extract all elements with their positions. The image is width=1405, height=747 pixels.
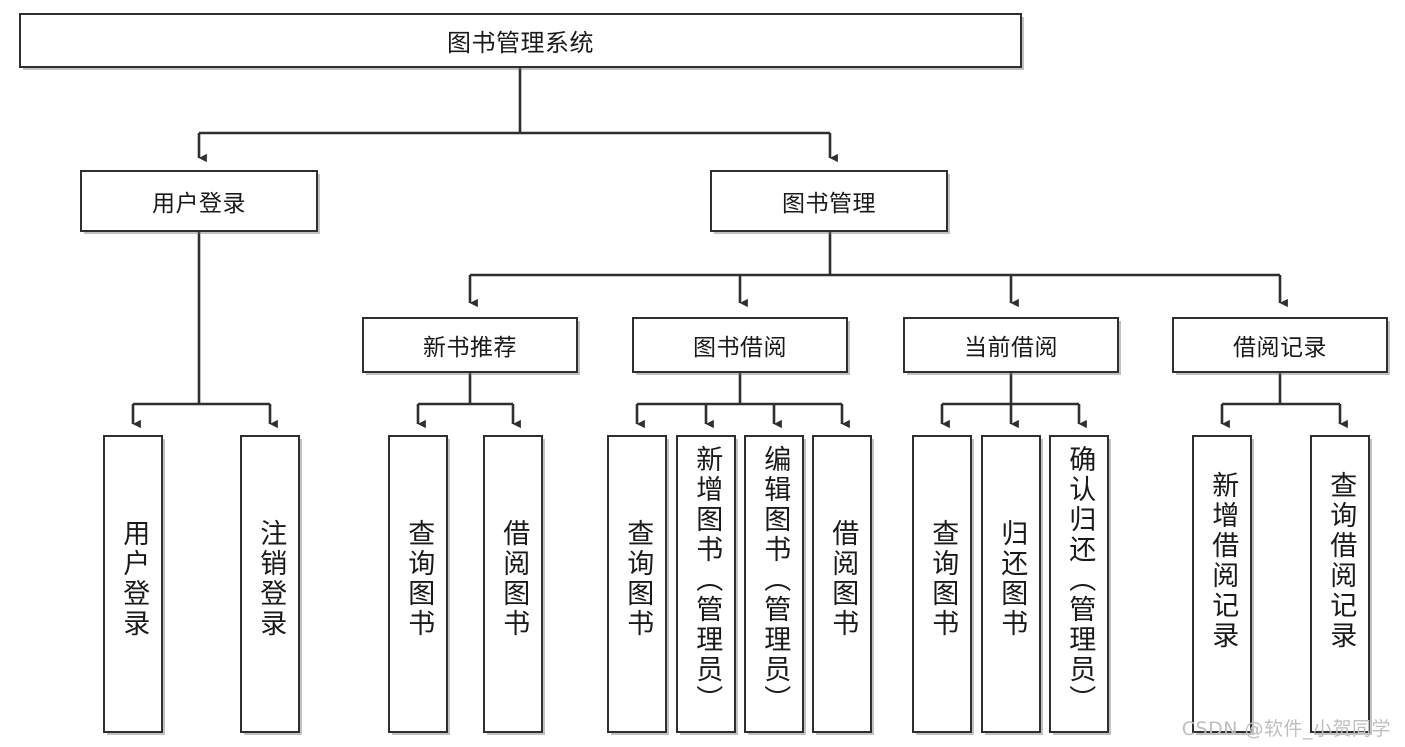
node-label: 用户登录 xyxy=(118,519,150,639)
node-new-book-recommend[interactable]: 新书推荐 xyxy=(362,317,578,373)
node-label: 新书推荐 xyxy=(423,335,517,361)
node-user-login[interactable]: 用户登录 xyxy=(80,170,318,232)
node-label: 查询图书 xyxy=(622,519,654,639)
leaf-user-login-logout[interactable]: 注销登录 xyxy=(240,435,300,733)
node-label: 图书管理 xyxy=(782,191,876,217)
leaf-borrow-record-add-record[interactable]: 新增借阅记录 xyxy=(1192,435,1252,733)
node-label: 借阅图书 xyxy=(498,519,530,639)
leaf-new-book-query-book[interactable]: 查询图书 xyxy=(388,435,448,733)
node-label: 编辑图书（管理员） xyxy=(759,445,791,715)
node-current-borrow[interactable]: 当前借阅 xyxy=(903,317,1119,373)
leaf-user-login-login[interactable]: 用户登录 xyxy=(103,435,163,733)
watermark-text: CSDN @软件_小贺同学 xyxy=(1181,718,1391,740)
node-label: 查询借阅记录 xyxy=(1325,471,1357,651)
leaf-borrow-record-query-record[interactable]: 查询借阅记录 xyxy=(1310,435,1370,733)
node-label: 新增图书（管理员） xyxy=(691,445,723,715)
leaf-current-borrow-return-book[interactable]: 归还图书 xyxy=(981,435,1041,733)
node-label: 确认归还（管理员） xyxy=(1064,445,1096,715)
node-label: 查询图书 xyxy=(927,519,959,639)
node-book-management[interactable]: 图书管理 xyxy=(710,170,948,232)
node-label: 注销登录 xyxy=(255,519,287,639)
leaf-book-borrow-borrow-book[interactable]: 借阅图书 xyxy=(812,435,872,733)
leaf-book-borrow-edit-book-admin[interactable]: 编辑图书（管理员） xyxy=(744,435,804,733)
node-label: 归还图书 xyxy=(996,519,1028,639)
leaf-current-borrow-query-book[interactable]: 查询图书 xyxy=(912,435,972,733)
node-label: 用户登录 xyxy=(152,191,246,217)
node-root-book-management-system[interactable]: 图书管理系统 xyxy=(19,13,1022,68)
node-label: 图书管理系统 xyxy=(447,29,594,57)
leaf-book-borrow-add-book-admin[interactable]: 新增图书（管理员） xyxy=(676,435,736,733)
leaf-book-borrow-query-book[interactable]: 查询图书 xyxy=(607,435,667,733)
node-label: 查询图书 xyxy=(403,519,435,639)
node-label: 当前借阅 xyxy=(964,335,1058,361)
node-borrow-record[interactable]: 借阅记录 xyxy=(1172,317,1388,373)
node-book-borrow[interactable]: 图书借阅 xyxy=(632,317,848,373)
node-label: 图书借阅 xyxy=(693,335,787,361)
node-label: 借阅图书 xyxy=(827,519,859,639)
leaf-new-book-borrow-book[interactable]: 借阅图书 xyxy=(483,435,543,733)
leaf-current-borrow-confirm-return-admin[interactable]: 确认归还（管理员） xyxy=(1049,435,1109,733)
node-label: 借阅记录 xyxy=(1233,335,1327,361)
node-label: 新增借阅记录 xyxy=(1207,471,1239,651)
